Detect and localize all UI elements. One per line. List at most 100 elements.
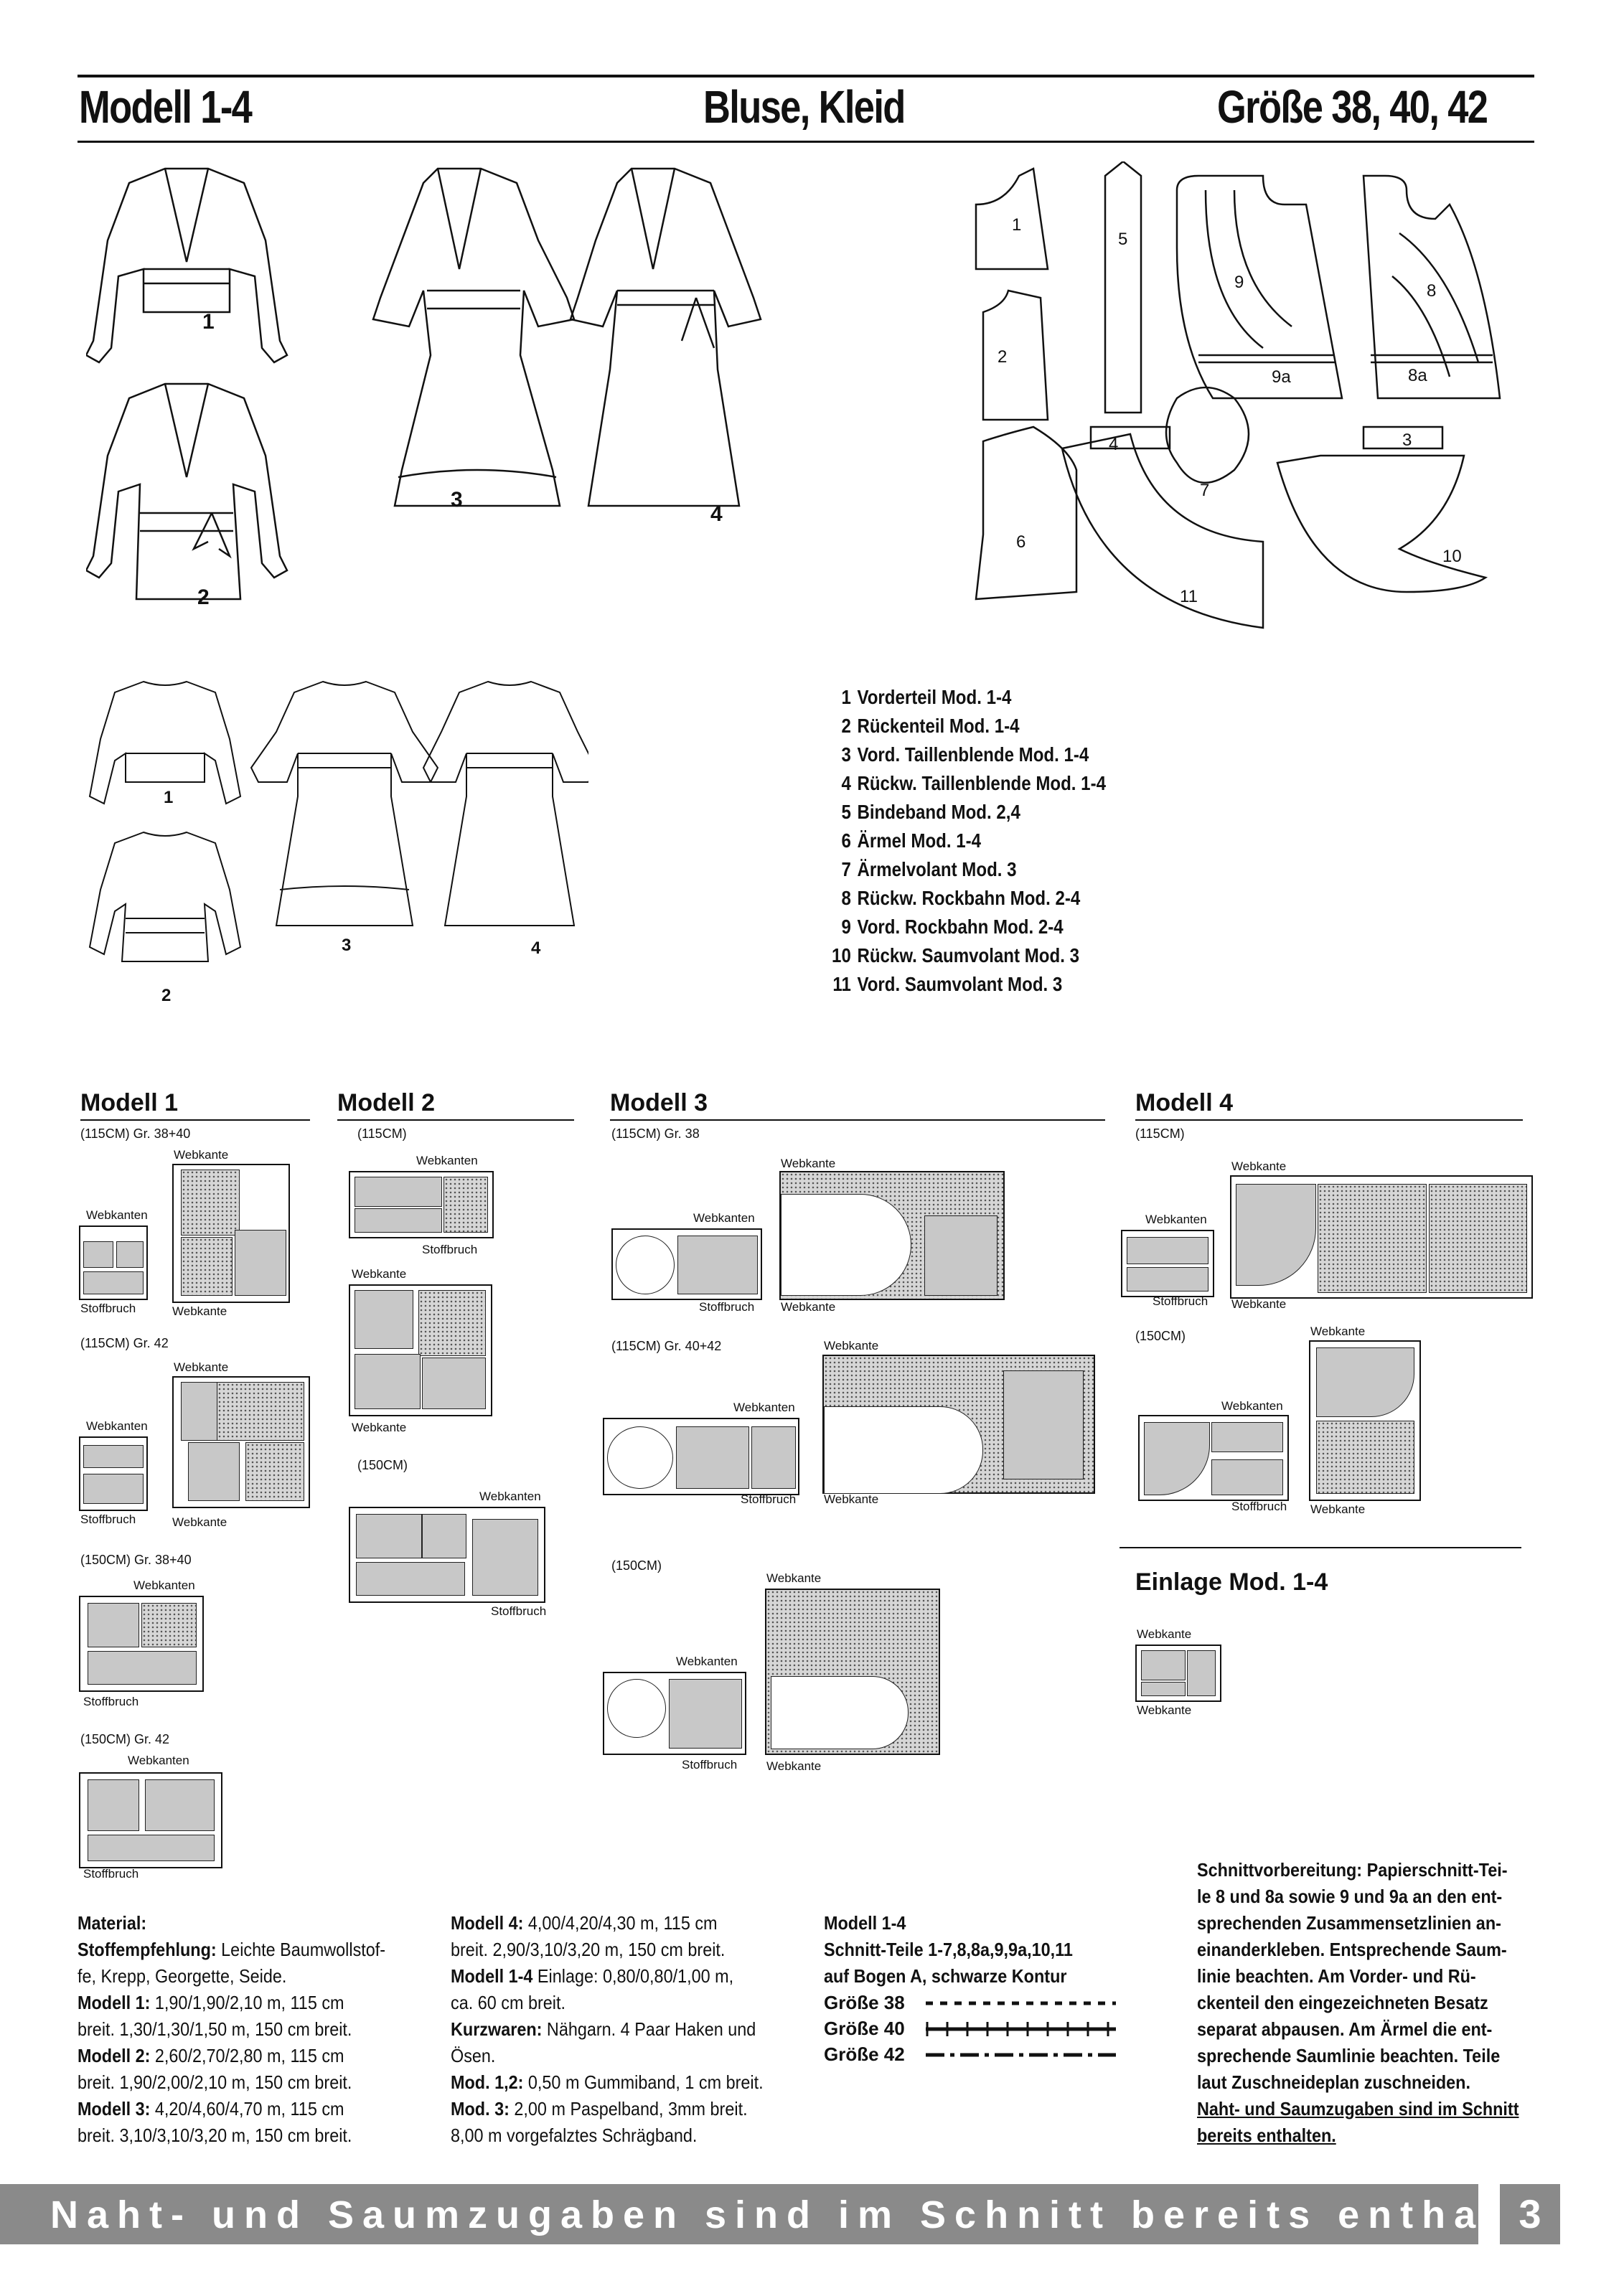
pattern-piece-6: 6 [1016, 532, 1026, 552]
layout-m2-a-bottom [349, 1284, 492, 1416]
sketch-back-model-4 [422, 680, 588, 926]
layout-m3-b-caption: (115CM) Gr. 40+42 [611, 1339, 722, 1353]
layout-m3-c-webkante: Webkante [766, 1571, 822, 1585]
layout-m3-a-caption: (115CM) Gr. 38 [611, 1126, 700, 1141]
layout-m3-a-webkanten: Webkanten [693, 1211, 755, 1225]
layout-m4-b-webkante-bottom: Webkante [1310, 1502, 1366, 1516]
layout-m2-a-top [349, 1171, 494, 1238]
pattern-pieces-diagram [975, 161, 1501, 629]
material-line: Mod. 3: 2,00 m Paspelband, 3mm breit. [451, 2098, 748, 2119]
layout-m1-b-webkanten: Webkanten [86, 1419, 148, 1433]
layout-m2-b [349, 1507, 545, 1603]
layout-m1-a-caption: (115CM) Gr. 38+40 [80, 1126, 191, 1141]
layout-m1-a-webkanten: Webkanten [86, 1208, 148, 1222]
piece-outline-6 [975, 425, 1078, 601]
layout-m4-b-stoffbruch: Stoffbruch [1231, 1500, 1287, 1513]
back-view-sketches [88, 680, 588, 962]
sketch-back-model-2 [88, 831, 242, 962]
layout-m4-a-right [1230, 1175, 1533, 1299]
layout-m3-b-webkante-bottom: Webkante [824, 1492, 879, 1506]
section-rule-3 [610, 1119, 1105, 1121]
pattern-piece-4: 4 [1109, 435, 1119, 454]
layout-m1-d-caption: (150CM) Gr. 42 [80, 1732, 170, 1746]
layout-einlage-webkante: Webkante [1137, 1627, 1192, 1641]
layout-m3-c-right [765, 1589, 940, 1755]
layout-m3-a-webkante-bottom: Webkante [781, 1300, 836, 1314]
layout-m1-b-webkante-bottom: Webkante [172, 1515, 227, 1529]
layout-m4-b-webkanten: Webkanten [1221, 1399, 1283, 1413]
piece-outline-3 [1362, 425, 1444, 450]
section-rule-2 [337, 1119, 574, 1121]
header-model: Modell 1-4 [79, 81, 253, 133]
layout-m1-b-fold [172, 1376, 310, 1508]
layout-m1-a-fold [172, 1164, 290, 1303]
back-label-3: 3 [342, 936, 352, 955]
layout-m3-c-stoffbruch: Stoffbruch [682, 1758, 738, 1772]
layout-m2-a-webkanten: Webkanten [416, 1154, 478, 1167]
layout-einlage-webkante-bottom: Webkante [1137, 1703, 1192, 1717]
layout-m1-d [79, 1772, 222, 1868]
piece-outline-1 [975, 167, 1049, 270]
front-label-2: 2 [197, 585, 210, 609]
material-line: ca. 60 cm breit. [451, 1992, 565, 2013]
layout-m2-b-webkanten: Webkanten [479, 1490, 541, 1503]
layout-m3-c-webkanten: Webkanten [676, 1655, 738, 1668]
piece-outline-8 [1362, 174, 1501, 400]
header-sizes: Größe 38, 40, 42 [1217, 81, 1488, 133]
layout-m1-b-sel [79, 1436, 148, 1511]
layout-m3-b-webkanten: Webkanten [733, 1401, 795, 1414]
cutting-info-line: Schnitt-Teile 1-7,8,8a,9,9a,10,11 [824, 1939, 1073, 1960]
material-line: Ösen. [451, 2045, 496, 2066]
layout-m1-d-stoffbruch: Stoffbruch [83, 1867, 139, 1881]
layout-m4-a-caption: (115CM) [1135, 1126, 1185, 1141]
material-line: breit. 1,30/1,30/1,50 m, 150 cm breit. [78, 2018, 352, 2040]
sketch-front-model-4 [569, 167, 762, 507]
layout-m2-a-webkante-bottom: Webkante [352, 1421, 407, 1434]
layout-m2-a-caption: (115CM) [357, 1126, 407, 1141]
layout-m1-a-stoffbruch: Stoffbruch [80, 1302, 136, 1315]
layout-m1-c-caption: (150CM) Gr. 38+40 [80, 1553, 192, 1567]
back-label-1: 1 [164, 788, 174, 807]
material-line: fe, Krepp, Georgette, Seide. [78, 1965, 287, 1987]
layout-m1-b-webkante: Webkante [174, 1360, 229, 1374]
layout-m3-a-stoffbruch: Stoffbruch [699, 1300, 755, 1314]
layout-m4-a-webkanten: Webkanten [1145, 1213, 1207, 1226]
layout-m1-a-sel [79, 1225, 148, 1300]
layout-m1-d-webkanten: Webkanten [128, 1754, 189, 1767]
section-rule-einlage [1120, 1547, 1521, 1548]
front-label-3: 3 [451, 488, 463, 512]
layout-m3-c-webkante-bottom: Webkante [766, 1759, 822, 1773]
material-line: breit. 1,90/2,00/2,10 m, 150 cm breit. [78, 2071, 352, 2093]
back-label-2: 2 [161, 986, 172, 1005]
material-column-2: Modell 4: 4,00/4,20/4,30 m, 115 cm breit… [451, 1910, 764, 2149]
pattern-piece-3: 3 [1402, 430, 1412, 450]
header-garment: Bluse, Kleid [703, 81, 906, 133]
layout-m4-a-stoffbruch: Stoffbruch [1153, 1294, 1208, 1308]
sketch-front-model-1 [86, 167, 288, 364]
size-38-label: Größe 38 [824, 1992, 905, 2013]
piece-outline-7 [1165, 386, 1250, 484]
layout-m4-b-right [1309, 1340, 1421, 1501]
layout-m3-c-left [603, 1672, 746, 1755]
material-line: Modell 1: 1,90/1,90/2,10 m, 115 cm [78, 1992, 344, 2013]
layout-einlage [1135, 1645, 1221, 1702]
layout-m2-a-stoffbruch: Stoffbruch [422, 1243, 478, 1256]
piece-outline-4 [1089, 425, 1171, 450]
preparation-instructions: Schnittvorbereitung: Papierschnitt-Tei-l… [1197, 1859, 1508, 2093]
layout-m1-b-stoffbruch: Stoffbruch [80, 1512, 136, 1526]
layout-title-modell-2: Modell 2 [337, 1089, 436, 1116]
layout-m3-c-caption: (150CM) [611, 1558, 662, 1573]
layout-m4-a-left [1121, 1230, 1214, 1297]
material-line: breit. 2,90/3,10/3,20 m, 150 cm breit. [451, 1939, 726, 1960]
layout-m1-c-webkanten: Webkanten [133, 1578, 195, 1592]
layout-m1-c [79, 1596, 204, 1692]
footer-banner: Naht- und Saumzugaben sind im Schnitt be… [0, 2184, 1598, 2244]
pattern-preparation-text: Schnittvorbereitung: Papierschnitt-Tei-l… [1197, 1857, 1520, 2149]
